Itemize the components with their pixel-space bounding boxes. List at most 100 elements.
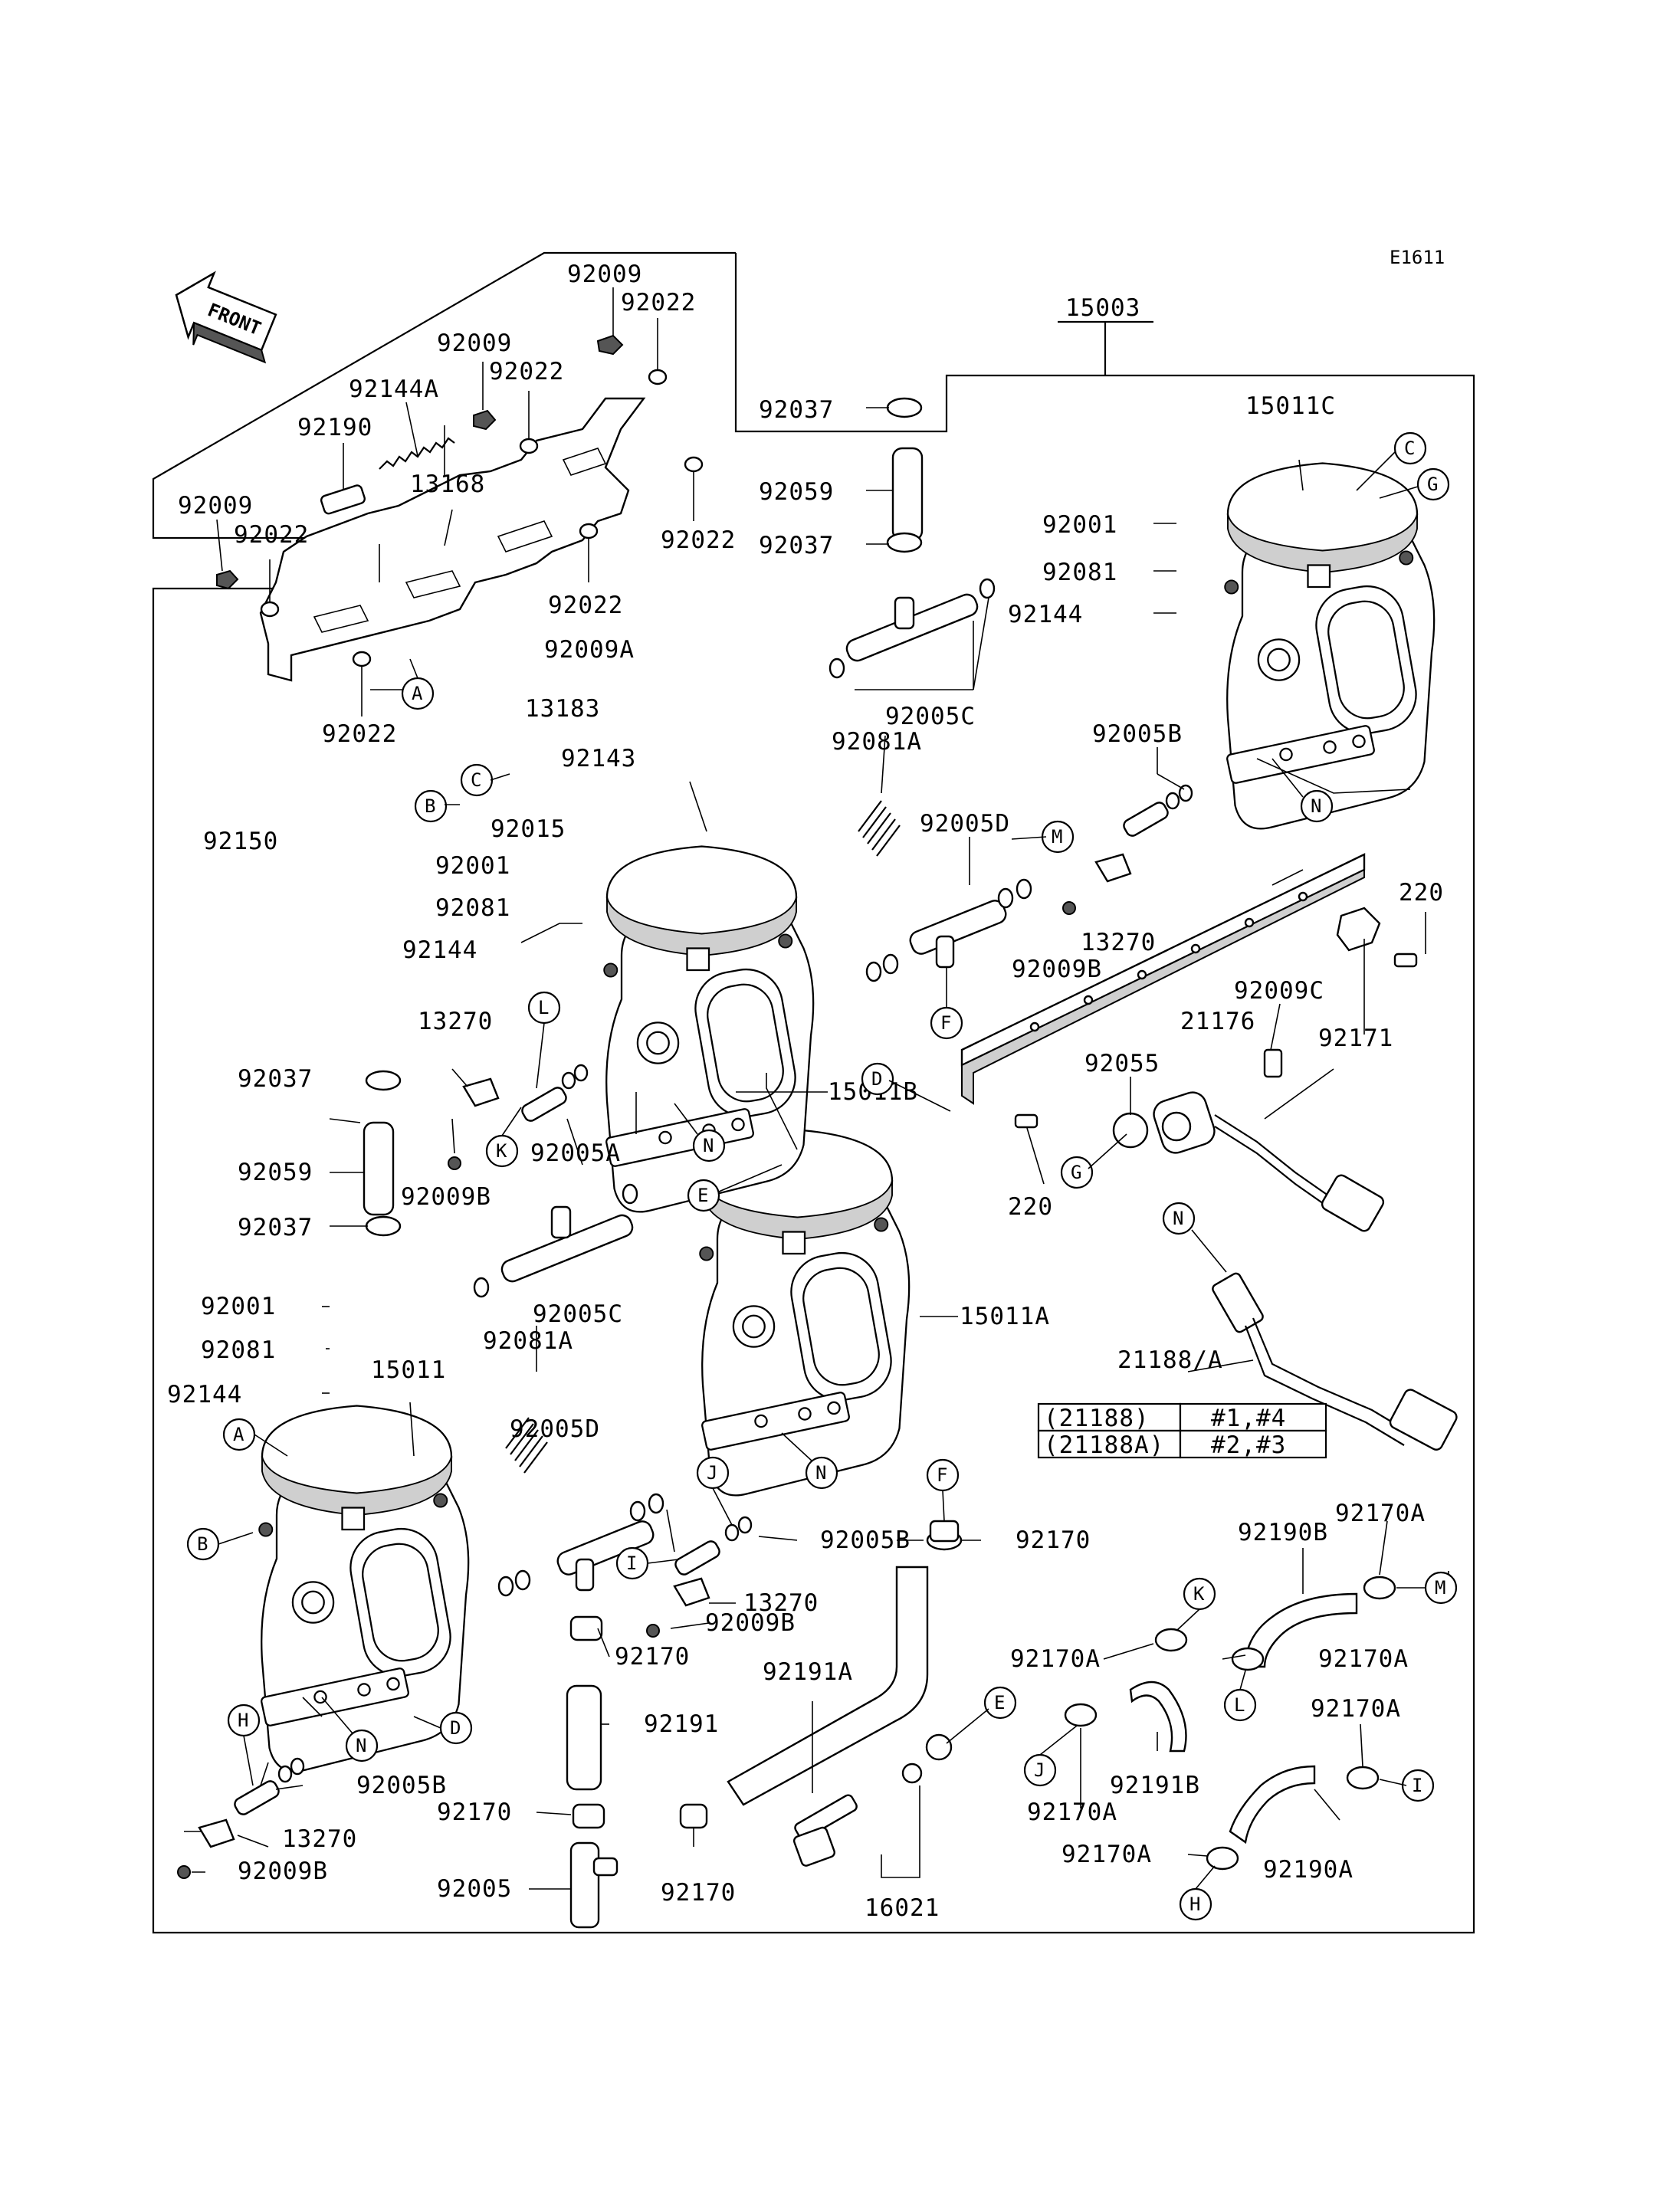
svg-text:N: N: [703, 1135, 714, 1156]
svg-text:F: F: [940, 1012, 951, 1034]
ref-G-2: G: [1060, 1156, 1094, 1189]
label-92005C-a: 92005C: [885, 703, 976, 730]
label-92081-b: 92081: [1042, 559, 1117, 586]
carburetor-15011C: [1224, 462, 1436, 830]
leaders-refs: [218, 451, 1426, 1890]
label-92144-b: 92144: [1008, 601, 1083, 628]
label-15011: 15011: [371, 1356, 446, 1384]
ref-E-2: E: [983, 1686, 1017, 1720]
label-92190B: 92190B: [1238, 1519, 1328, 1546]
label-92081A-b: 92081A: [483, 1327, 573, 1355]
leaders-general: [184, 407, 1449, 1890]
ref-L-1: L: [527, 991, 561, 1025]
label-92015: 92015: [491, 815, 566, 843]
label-92170-d: 92170: [661, 1879, 736, 1907]
svg-text:H: H: [238, 1710, 248, 1731]
bracket-13168: [259, 397, 646, 682]
svg-text:J: J: [707, 1462, 717, 1484]
ref-F-1: F: [930, 1006, 963, 1040]
label-92059-a: 92059: [759, 478, 834, 506]
label-92009A: 92009A: [544, 636, 635, 664]
table-cell-cyl-0: #1,#4: [1211, 1405, 1286, 1432]
label-92190A: 92190A: [1263, 1856, 1354, 1884]
label-92022-f: 92022: [322, 720, 397, 748]
ref-I-1: I: [615, 1546, 649, 1580]
svg-text:A: A: [233, 1424, 244, 1445]
label-92005D-a: 92005D: [920, 810, 1010, 838]
leaders-bracket: [216, 287, 694, 716]
svg-text:N: N: [815, 1462, 826, 1484]
label-92171: 92171: [1318, 1025, 1393, 1052]
svg-text:A: A: [412, 683, 423, 704]
table-cell-code-0: (21188): [1044, 1405, 1150, 1432]
lower-hoses: [566, 1520, 1396, 1929]
label-92022-e: 92022: [548, 592, 623, 619]
label-92009-a: 92009: [567, 261, 642, 288]
svg-text:D: D: [871, 1068, 882, 1090]
label-92037-d: 92037: [238, 1214, 313, 1241]
ref-D-1: D: [861, 1062, 894, 1096]
ref-C-2: C: [1393, 431, 1427, 465]
svg-text:F: F: [937, 1464, 947, 1486]
label-92009C: 92009C: [1234, 977, 1324, 1005]
label-92005: 92005: [437, 1875, 512, 1903]
bracket-hardware: [216, 334, 704, 667]
table-cell-cyl-1: #2,#3: [1211, 1431, 1286, 1459]
label-92009-b: 92009: [437, 330, 512, 357]
label-92081-c: 92081: [201, 1336, 276, 1364]
label-92005B-a: 92005B: [1092, 720, 1183, 748]
label-92144-c: 92144: [167, 1381, 242, 1408]
label-13270-a: 13270: [1081, 929, 1156, 956]
ref-J-2: J: [1023, 1753, 1057, 1787]
label-92150: 92150: [203, 828, 278, 855]
label-13183: 13183: [525, 695, 600, 723]
label-92144-a: 92144: [402, 936, 477, 964]
ref-N-1: N: [1300, 789, 1334, 823]
ref-circles: A A B B C C D D E E F F G G H H I I J J …: [186, 431, 1458, 1921]
label-92022-d: 92022: [661, 526, 736, 554]
label-92081A-a: 92081A: [832, 728, 922, 756]
label-92005D-b: 92005D: [510, 1415, 600, 1443]
label-92009B-b: 92009B: [401, 1183, 491, 1211]
ref-D-2: D: [439, 1711, 473, 1745]
sensor-21176: [1112, 1048, 1385, 1232]
label-21188A: 21188/A: [1117, 1346, 1223, 1374]
label-92009B-d: 92009B: [238, 1858, 328, 1885]
ref-L-2: L: [1223, 1688, 1257, 1722]
svg-text:B: B: [197, 1533, 208, 1555]
table-cell-code-1: (21188A): [1044, 1431, 1164, 1459]
label-92170A-c: 92170A: [1318, 1645, 1409, 1673]
carburetor-15011: [258, 1405, 470, 1772]
label-92037-a: 92037: [759, 396, 834, 424]
svg-text:E: E: [994, 1692, 1005, 1713]
ref-I-2: I: [1401, 1769, 1435, 1802]
label-15003: 15003: [1065, 294, 1140, 322]
svg-text:D: D: [450, 1717, 461, 1739]
label-21176: 21176: [1180, 1008, 1255, 1035]
cylinder-table: (21188) #1,#4 (21188A) #2,#3: [1037, 1402, 1327, 1459]
label-92005C-b: 92005C: [533, 1300, 623, 1328]
svg-text:K: K: [1193, 1583, 1205, 1605]
svg-text:N: N: [1173, 1208, 1183, 1229]
label-92005A: 92005A: [530, 1139, 621, 1167]
ref-M-1: M: [1041, 820, 1075, 854]
svg-text:M: M: [1052, 826, 1062, 848]
label-92143: 92143: [561, 745, 636, 772]
label-92001-b: 92001: [1042, 511, 1117, 539]
svg-text:L: L: [1234, 1694, 1245, 1716]
label-16021: 16021: [865, 1894, 940, 1922]
ref-B-1: B: [414, 789, 448, 823]
ref-N-2: N: [692, 1129, 726, 1162]
label-220-a: 220: [1399, 879, 1444, 907]
ref-F-2: F: [926, 1458, 960, 1492]
ref-M-2: M: [1424, 1571, 1458, 1605]
ref-A-2: A: [222, 1418, 256, 1451]
label-92037-b: 92037: [759, 532, 834, 559]
ref-N-5: N: [345, 1729, 379, 1763]
tube-fittings: [177, 397, 1193, 1879]
label-92170A-b: 92170A: [1010, 1645, 1101, 1673]
label-92001-a: 92001: [435, 852, 510, 880]
label-92059-b: 92059: [238, 1159, 313, 1186]
ref-G-1: G: [1416, 467, 1450, 501]
